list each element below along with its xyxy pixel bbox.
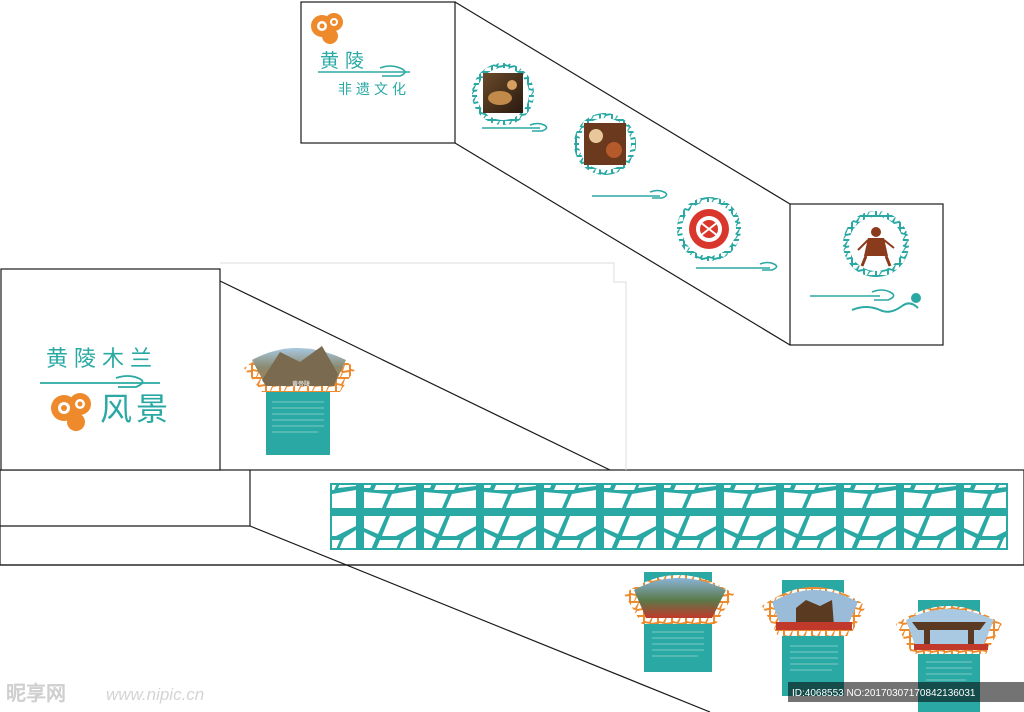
shadow-puppet-icon bbox=[857, 227, 895, 267]
swirl-divider-lower bbox=[40, 375, 160, 388]
swirl-divider bbox=[318, 65, 410, 77]
lower-title-panel: 黄陵木兰 风景 bbox=[0, 268, 221, 471]
watermark: 昵享网 www.nipic.cn ID:4068553 NO:201703071… bbox=[6, 681, 1024, 705]
upper-title-line1: 黄陵 bbox=[320, 50, 370, 72]
fan-card-gardens bbox=[624, 572, 734, 672]
lower-title-line2: 风景 bbox=[100, 390, 172, 428]
cloud-icon bbox=[51, 393, 91, 431]
cloud-icon bbox=[311, 13, 343, 44]
photo-craft-work bbox=[584, 123, 626, 165]
medallion-3 bbox=[677, 197, 778, 271]
fan-card-mountain: 黄帝陵 bbox=[244, 346, 356, 455]
watermark-id: ID:4068553 NO:20170307170842136031 bbox=[792, 688, 976, 699]
watermark-brand: 昵享网 bbox=[6, 681, 66, 705]
upper-title-line2: 非遗文化 bbox=[338, 82, 410, 98]
fan-card-label: 黄帝陵 bbox=[292, 380, 310, 388]
upper-title-panel: 黄陵 非遗文化 bbox=[300, 1, 456, 144]
shadow-puppet-panel bbox=[789, 203, 944, 346]
cloud-swirl-icon bbox=[851, 302, 919, 313]
medallion-2 bbox=[574, 113, 668, 199]
paper-cut-icon bbox=[689, 209, 729, 249]
lower-title-line1: 黄陵木兰 bbox=[46, 347, 158, 372]
watermark-url: www.nipic.cn bbox=[106, 685, 204, 704]
medallion-1 bbox=[472, 63, 548, 132]
lattice-band bbox=[331, 484, 1007, 549]
fan-card-totem bbox=[762, 580, 866, 696]
faint-guides bbox=[220, 262, 627, 470]
